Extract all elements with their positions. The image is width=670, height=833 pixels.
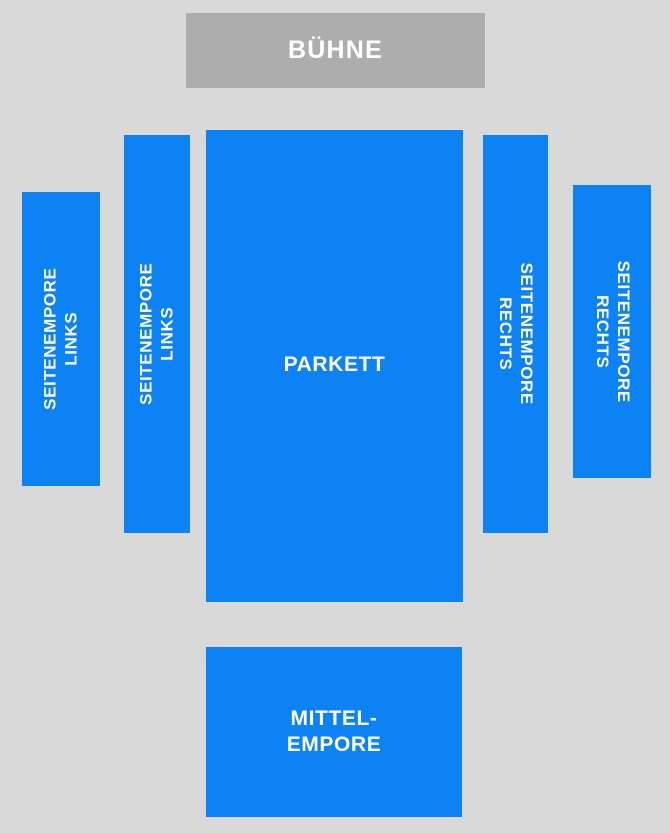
section-seitenempore-links-inner[interactable]: SEITENEMPORE LINKS	[124, 135, 190, 533]
section-label-seitenempore-rechts-inner: SEITENEMPORE RECHTS	[496, 262, 537, 406]
section-label-mittelempore: MITTEL- EMPORE	[286, 707, 382, 756]
section-label-parkett: PARKETT	[283, 353, 386, 376]
section-seitenempore-links-outer[interactable]: SEITENEMPORE LINKS	[22, 192, 100, 486]
section-parkett[interactable]: PARKETT	[206, 130, 463, 602]
section-label-seitenempore-links-outer: SEITENEMPORE LINKS	[40, 267, 80, 411]
section-seitenempore-rechts-outer[interactable]: SEITENEMPORE RECHTS	[573, 185, 651, 478]
section-label-seitenempore-rechts-outer: SEITENEMPORE RECHTS	[593, 260, 633, 403]
stage-label: BÜHNE	[288, 36, 383, 65]
section-mittelempore[interactable]: MITTEL- EMPORE	[206, 647, 462, 817]
stage-block: BÜHNE	[186, 13, 485, 88]
section-label-seitenempore-links-inner: SEITENEMPORE LINKS	[136, 262, 176, 406]
section-seitenempore-rechts-inner[interactable]: SEITENEMPORE RECHTS	[483, 135, 548, 533]
